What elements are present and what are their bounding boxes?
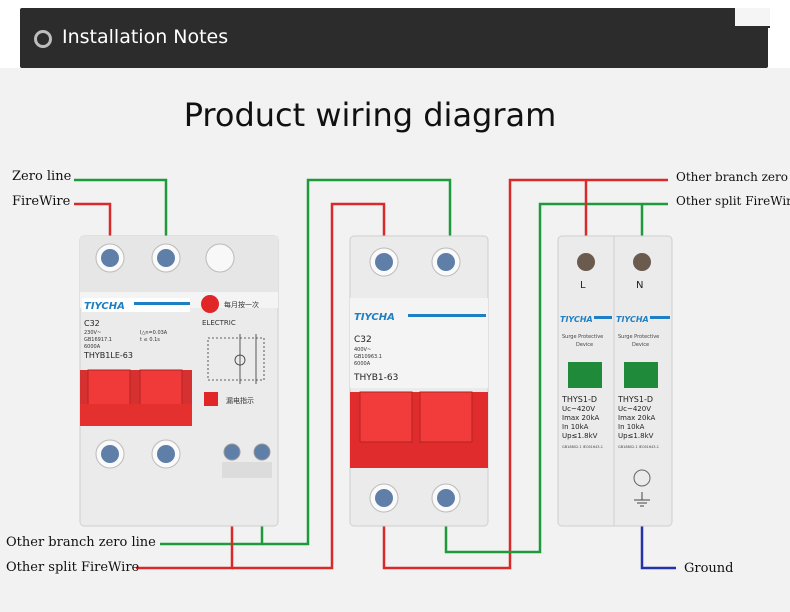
spd-uc-n: Uc~420V: [618, 405, 651, 413]
label-other-branch-zero-line-right: Other branch zero line: [676, 170, 790, 184]
diagram-title: Product wiring diagram: [183, 96, 557, 134]
spd-imax-l: Imax 20kA: [562, 414, 600, 422]
header-corner-decoration: [733, 8, 770, 28]
mcb-model: THYB1-63: [353, 373, 398, 383]
rcbo-standard: GB16917.1: [84, 337, 112, 343]
spd-up-n: Up≤1.8kV: [618, 432, 654, 440]
zero-line-input-wire: [74, 178, 168, 236]
rcbo-brand: TIYCHA: [84, 301, 125, 312]
mcb-green-output-wire: [444, 202, 642, 554]
rcbo-leak-indicator: 漏电指示: [226, 396, 254, 405]
spd-terminal-l: L: [580, 280, 586, 291]
mcb-capacity: 6000A: [354, 361, 371, 367]
rcbo-rating: C32: [84, 319, 100, 328]
mcb-rating: C32: [354, 335, 372, 345]
label-zero-line: Zero line: [12, 169, 72, 184]
spd-device-label-2-l: Device: [576, 342, 593, 348]
spd-brand-l: TIYCHA: [560, 315, 593, 324]
label-other-branch-zero-line-left: Other branch zero line: [6, 535, 156, 550]
spd-in-n: In 10kA: [618, 423, 645, 431]
spd-uc-l: Uc~420V: [562, 405, 595, 413]
header-bar: [20, 8, 768, 68]
label-other-split-firewire-right: Other split FireWire: [676, 194, 790, 208]
rcbo-circuit-symbol: [207, 334, 265, 384]
spd-model-n: THYS1-D: [617, 395, 653, 404]
spd-imax-n: Imax 20kA: [618, 414, 656, 422]
ground-symbol-icon: [634, 492, 650, 507]
firewire-input-wire: [74, 202, 112, 236]
mcb-brand: TIYCHA: [354, 312, 395, 323]
bullet-icon: [34, 30, 52, 48]
rcbo-capacity: 6000A: [84, 344, 101, 350]
spd-device: L N TIYCHA Surge Protective Device THYS1…: [557, 235, 673, 527]
label-firewire: FireWire: [12, 194, 71, 209]
spd-model-l: THYS1-D: [561, 395, 597, 404]
rcbo-trip-current: I△n=0.03A: [140, 330, 168, 336]
rcbo-model: THYB1LE-63: [83, 351, 133, 360]
spd-standard-l: GB18802.1 IEC61643-1: [562, 445, 603, 449]
rcbo-voltage: 230V~: [84, 330, 101, 336]
spd-up-l: Up≤1.8kV: [562, 432, 598, 440]
rcbo-to-mcb-red-wire: [232, 202, 386, 570]
rcbo-electric: ELECTRIC: [202, 319, 236, 327]
spd-brand-n: TIYCHA: [616, 315, 649, 324]
spd-device-label-2-n: Device: [632, 342, 649, 348]
spd-device-label-1-l: Surge Protective: [562, 334, 603, 340]
ground-wire: [640, 520, 676, 570]
label-other-split-firewire-left: Other split FireWire: [6, 560, 140, 575]
mcb-standard: GB10963.1: [354, 354, 382, 360]
label-ground: Ground: [684, 561, 734, 576]
header-title: Installation Notes: [62, 26, 229, 48]
rcbo-trip-time: t ≤ 0.1s: [140, 337, 160, 343]
rcbo-test-note: 每月按一次: [224, 300, 259, 309]
spd-in-l: In 10kA: [562, 423, 589, 431]
mcb-red-output-wire: [382, 178, 586, 570]
rcbo-device: TIYCHA 每月按一次 ELECTRIC C32 230V~ GB16917.…: [79, 235, 279, 527]
spd-device-label-1-n: Surge Protective: [618, 334, 659, 340]
mcb-voltage: 400V~: [354, 347, 371, 353]
spd-standard-n: GB18802.1 IEC61643-1: [618, 445, 659, 449]
rcbo-to-mcb-green-wire: [262, 178, 452, 546]
spd-terminal-n: N: [636, 280, 643, 291]
mcb-device: TIYCHA C32 400V~ GB10963.1 6000A THYB1-6…: [349, 235, 489, 527]
